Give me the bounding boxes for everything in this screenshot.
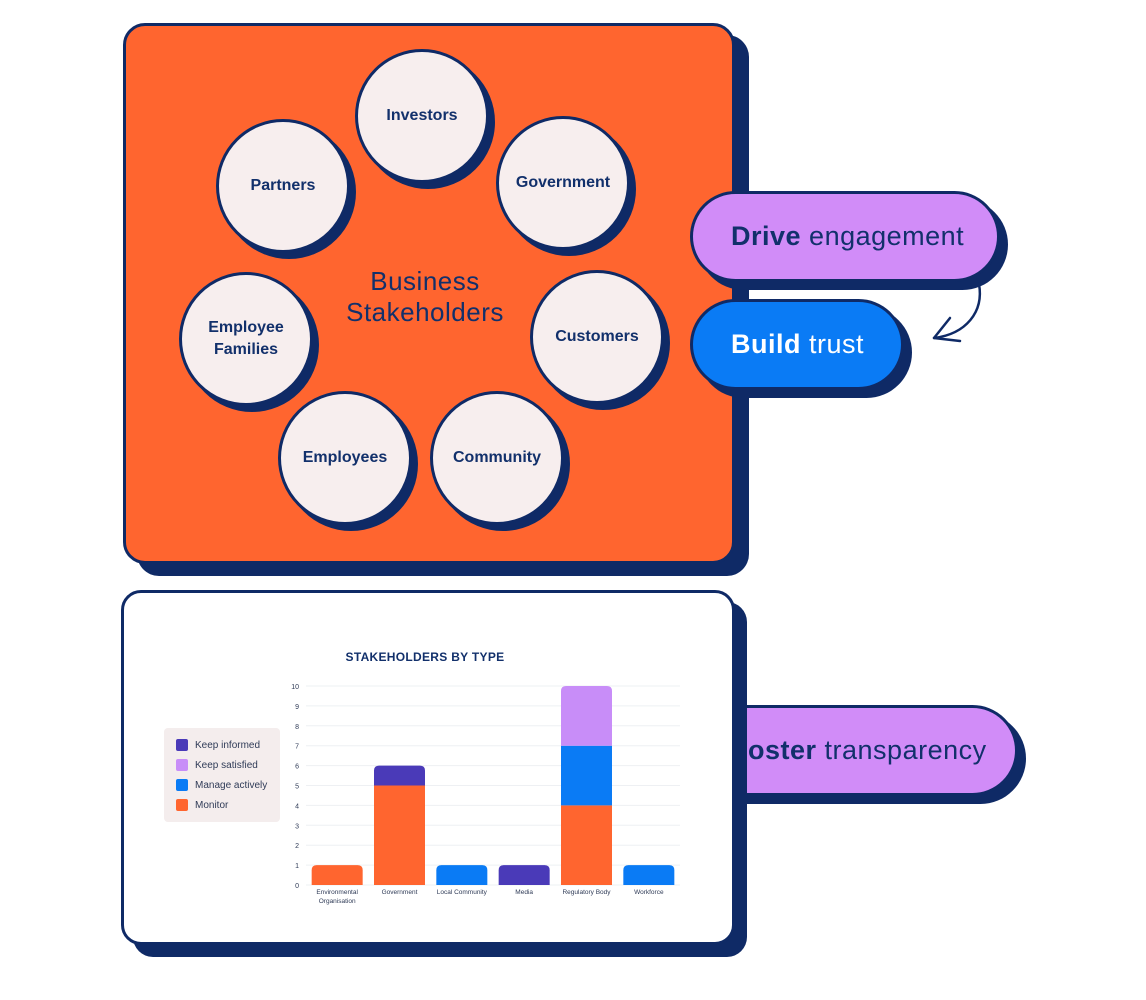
stakeholder-circle-investors: Investors <box>355 49 495 189</box>
pill-text: trust <box>809 329 865 359</box>
stakeholder-circle-community: Community <box>430 391 570 531</box>
circle-label: Community <box>430 391 564 525</box>
drive-engagement-pill: Drive engagement <box>690 191 1008 290</box>
circle-label: Investors <box>355 49 489 183</box>
legend-item-manage-actively: Manage actively <box>176 778 267 792</box>
stakeholder-circle-employee-families: Employee Families <box>179 272 319 412</box>
legend-swatch <box>176 799 188 811</box>
center-title-line2: Stakeholders <box>346 297 504 327</box>
legend-label: Monitor <box>195 799 229 811</box>
circle-label: Employee Families <box>179 272 313 406</box>
circle-label: Employees <box>278 391 412 525</box>
build-trust-pill: Build trust <box>690 299 912 398</box>
stakeholder-circle-government: Government <box>496 116 636 256</box>
pill-bold-text: Build <box>731 329 801 359</box>
chart-title: STAKEHOLDERS BY TYPE <box>345 650 505 664</box>
legend-label: Keep satisfied <box>195 759 258 771</box>
stakeholder-circle-employees: Employees <box>278 391 418 531</box>
legend-label: Manage actively <box>195 779 268 791</box>
pill-text: engagement <box>809 221 965 251</box>
pill-text: transparency <box>824 735 987 765</box>
legend-item-keep-informed: Keep informed <box>176 738 260 752</box>
stakeholder-circle-customers: Customers <box>530 270 670 410</box>
circle-label: Partners <box>216 119 350 253</box>
legend-item-keep-satisfied: Keep satisfied <box>176 758 258 772</box>
legend-swatch <box>176 779 188 791</box>
legend-item-monitor: Monitor <box>176 798 228 812</box>
chart-legend: Keep informed Keep satisfied Manage acti… <box>164 728 280 822</box>
legend-label: Keep informed <box>195 739 261 751</box>
legend-swatch <box>176 739 188 751</box>
circle-label: Government <box>496 116 630 250</box>
circle-label: Customers <box>530 270 664 404</box>
pill-bold-text: Drive <box>731 221 802 251</box>
center-title: Business Stakeholders <box>325 266 525 328</box>
stakeholder-circle-partners: Partners <box>216 119 356 259</box>
center-title-line1: Business <box>370 266 480 296</box>
legend-swatch <box>176 759 188 771</box>
